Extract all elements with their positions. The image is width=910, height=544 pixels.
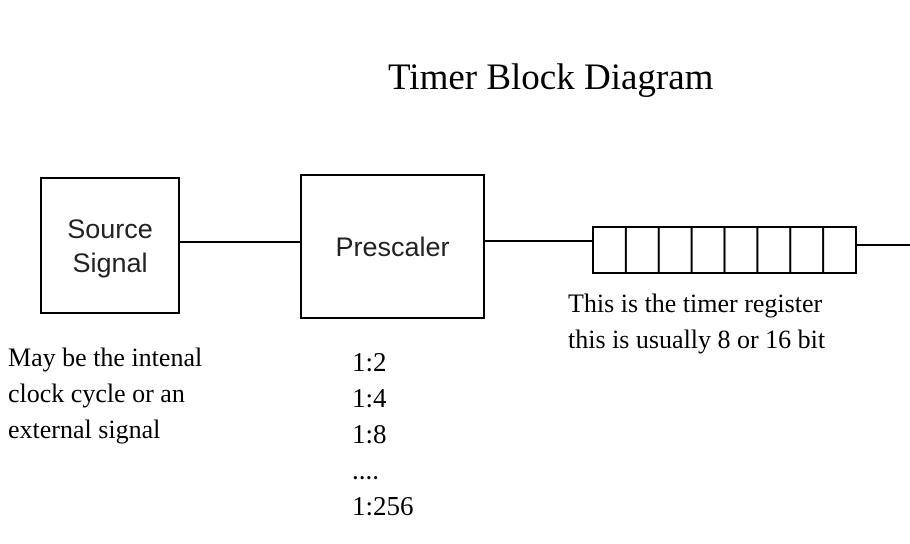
source-signal-label-line1: Source [67, 213, 153, 244]
source-signal-note: May be the intenal clock cycle or an ext… [8, 340, 202, 448]
source-signal-block: Source Signal [40, 177, 180, 314]
prescaler-ratio: 1:8 [352, 419, 387, 449]
source-note-line2: clock cycle or an [8, 379, 185, 408]
prescaler-ratio: 1:256 [352, 491, 414, 521]
prescaler-ratio: 1:4 [352, 383, 387, 413]
register-note-line1: This is the timer register [568, 289, 823, 318]
timer-register-cells [624, 227, 825, 273]
prescaler-ratio-ellipsis: .... [352, 455, 379, 485]
prescaler-label: Prescaler [335, 231, 450, 262]
prescaler-ratio-list: 1:2 1:4 1:8 .... 1:256 [352, 344, 414, 524]
source-note-line1: May be the intenal [8, 343, 203, 372]
source-signal-label-line2: Signal [72, 247, 148, 278]
source-note-line3: external signal [8, 415, 161, 444]
register-note-line2: this is usually 8 or 16 bit [568, 325, 826, 354]
prescaler-ratio: 1:2 [352, 347, 387, 377]
timer-register-note: This is the timer register this is usual… [568, 286, 825, 358]
prescaler-block: Prescaler [300, 174, 485, 319]
diagram-title: Timer Block Diagram [388, 57, 714, 98]
